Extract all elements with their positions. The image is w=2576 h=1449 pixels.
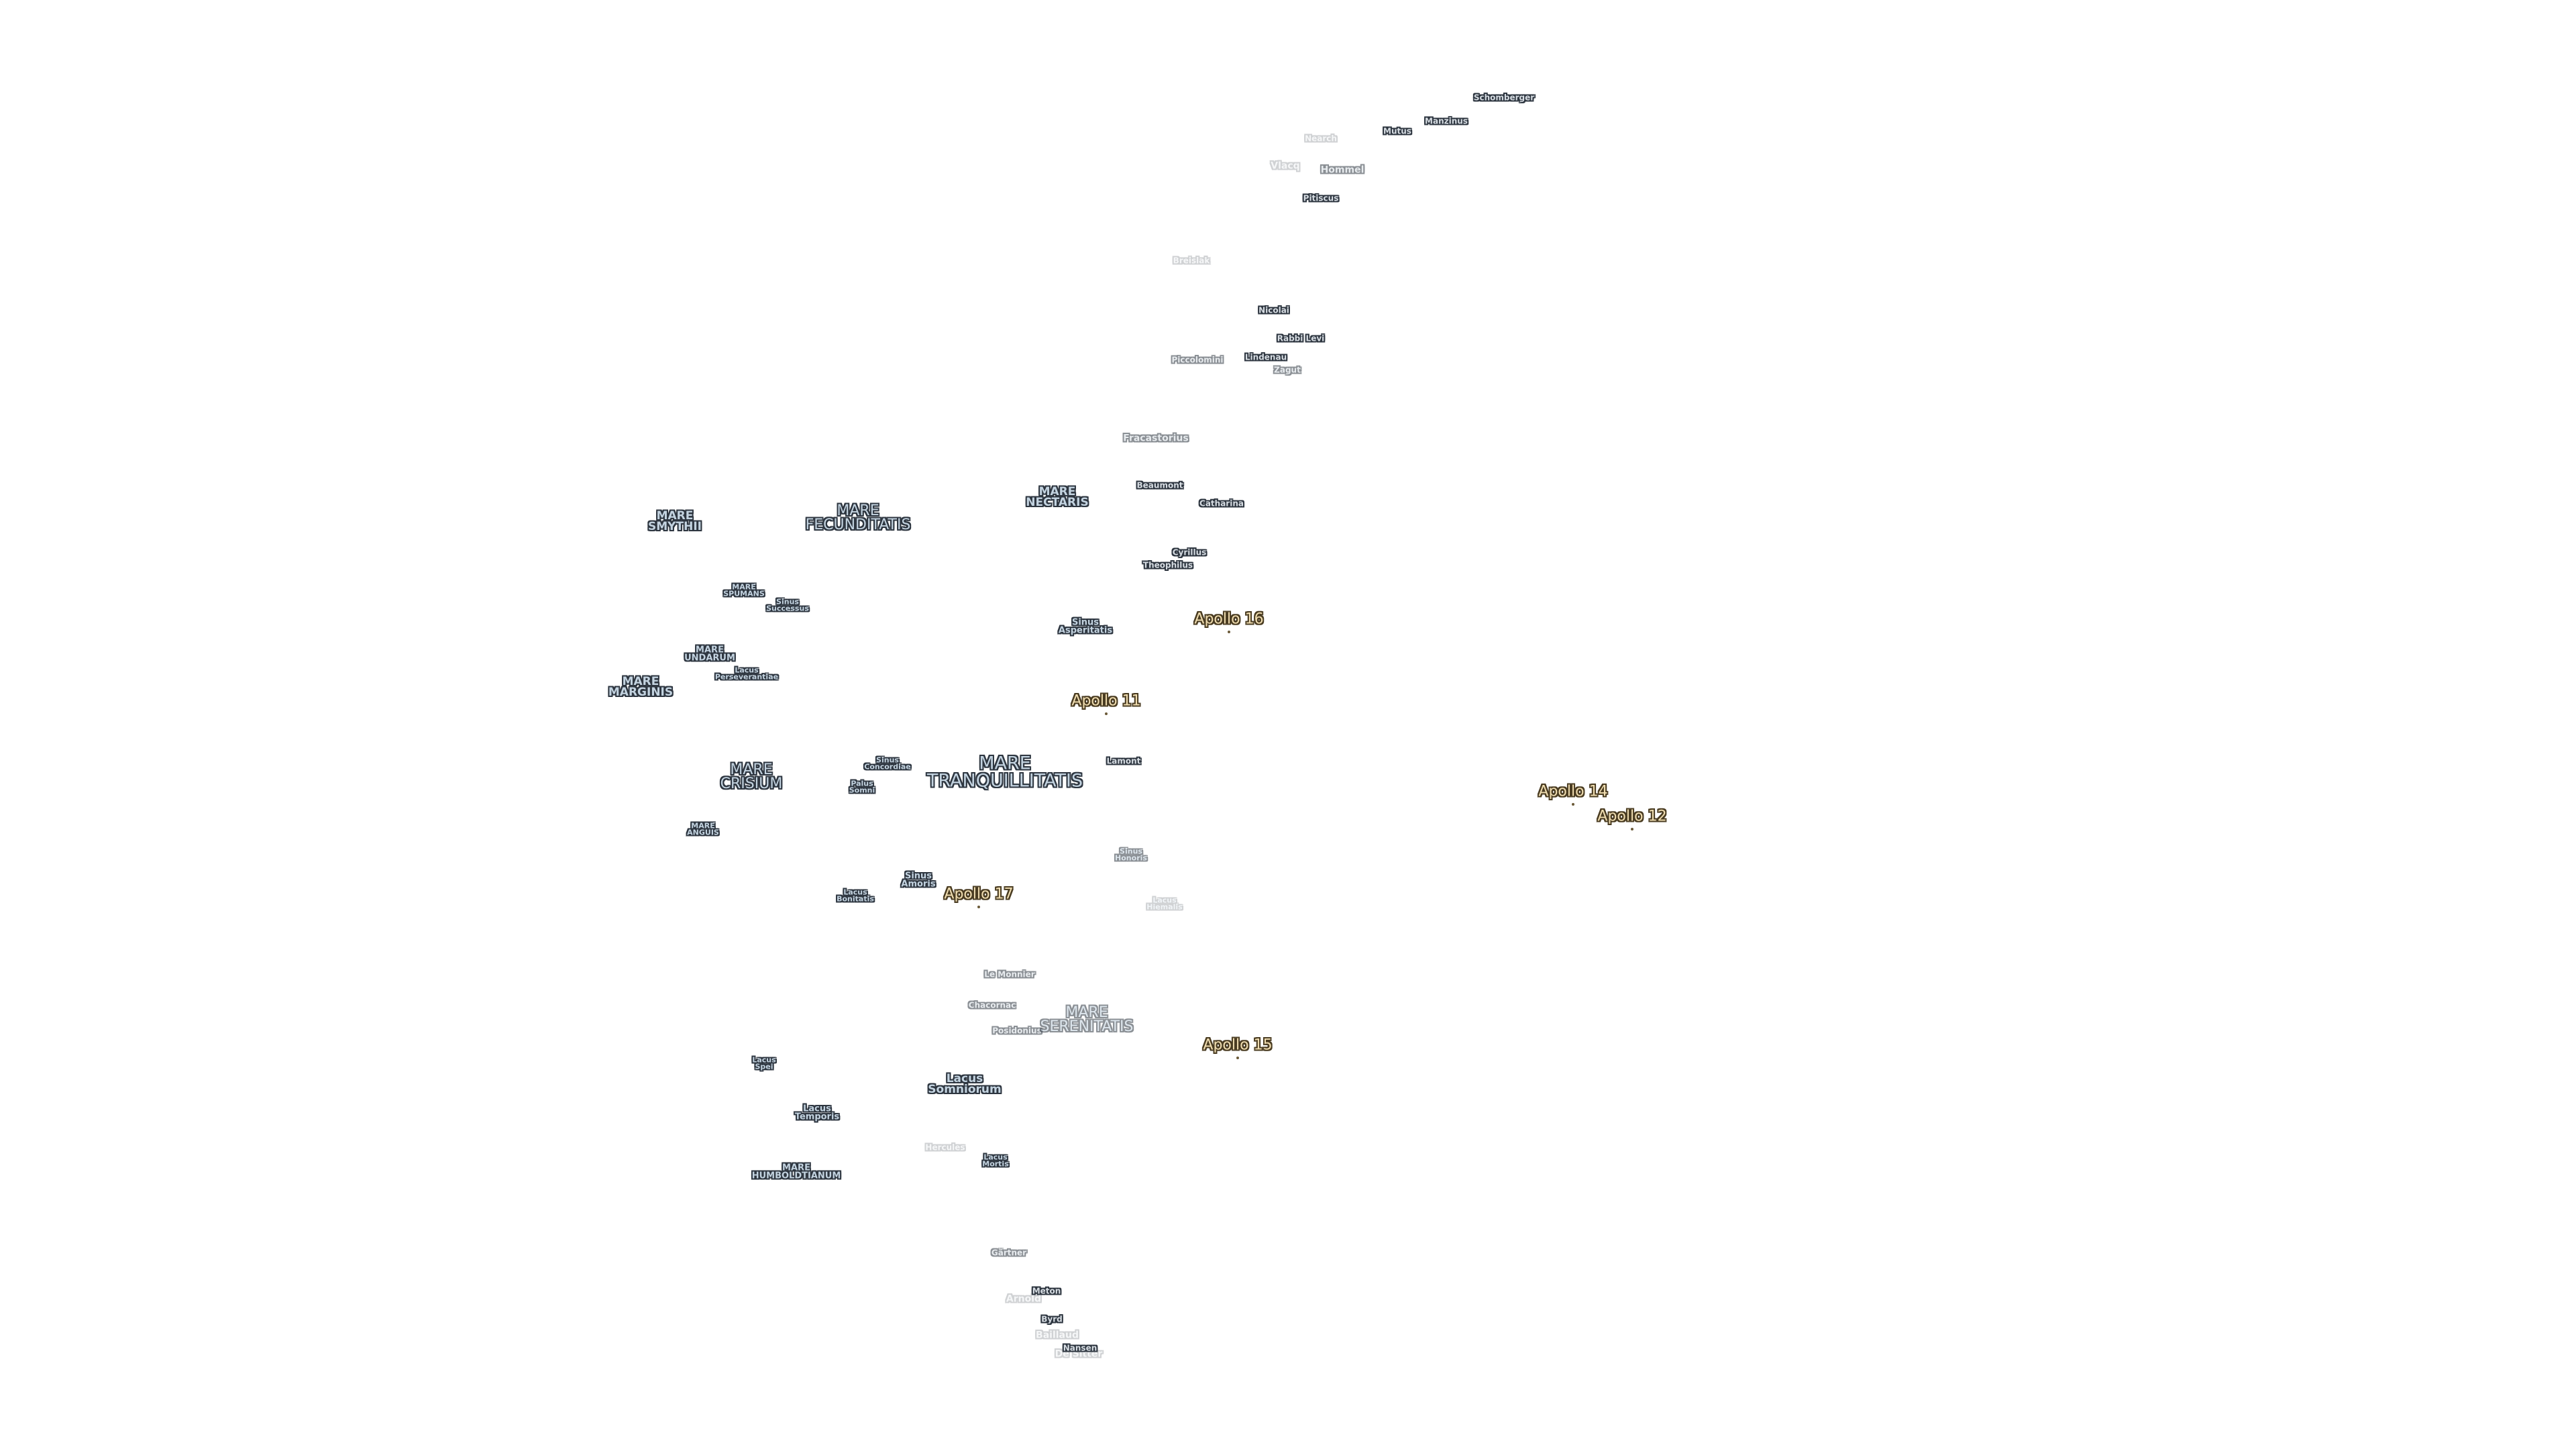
map-label-lacus-spei[interactable]: Lacus Spei xyxy=(752,1055,776,1071)
map-label-cyrillus[interactable]: Cyrillus xyxy=(1172,547,1207,557)
map-label-sinus-honoris[interactable]: Sinus Honoris xyxy=(1115,847,1147,863)
map-label-beaumont[interactable]: Beaumont xyxy=(1136,480,1183,490)
map-label-mare-humboldtianum[interactable]: MARE HUMBOLDTIANUM xyxy=(751,1163,841,1181)
apollo-site-marker-icon[interactable] xyxy=(1572,803,1574,806)
apollo-site-marker-icon[interactable] xyxy=(977,906,980,908)
map-label-le-monnier[interactable]: Le Monnier xyxy=(984,969,1035,979)
map-label-theophilus[interactable]: Theophilus xyxy=(1142,560,1193,570)
map-label-lacus-temporis[interactable]: Lacus Temporis xyxy=(794,1104,840,1122)
map-label-mare-serenitatis[interactable]: MARE SERENITATIS xyxy=(1040,1004,1134,1035)
map-label-de-sitter[interactable]: De Sitter xyxy=(1055,1348,1103,1360)
map-label-nearch[interactable]: Nearch xyxy=(1305,133,1337,144)
map-label-chacornac[interactable]: Chacornac xyxy=(968,1000,1016,1010)
apollo-site-marker-icon[interactable] xyxy=(1228,631,1230,633)
map-label-sinus-amoris[interactable]: Sinus Amoris xyxy=(901,871,936,890)
map-label-rabbi-levi[interactable]: Rabbi Levi xyxy=(1277,333,1325,343)
apollo-site-label-apollo-16[interactable]: Apollo 16 xyxy=(1194,610,1264,628)
map-label-byrd[interactable]: Byrd xyxy=(1041,1314,1063,1324)
map-label-mare-crisium[interactable]: MARE CRISIUM xyxy=(720,761,783,792)
apollo-site-label-apollo-11[interactable]: Apollo 11 xyxy=(1071,692,1141,710)
map-label-sinus-asperitatis[interactable]: Sinus Asperitatis xyxy=(1058,617,1113,636)
map-label-mare-spumans[interactable]: MARE SPUMANS xyxy=(723,582,765,598)
map-label-hommel[interactable]: Hommel xyxy=(1320,164,1364,176)
apollo-site-marker-icon[interactable] xyxy=(1236,1057,1239,1059)
map-label-meton[interactable]: Meton xyxy=(1032,1286,1061,1296)
map-label-sinus-successus[interactable]: Sinus Successus xyxy=(766,597,809,613)
map-label-lamont[interactable]: Lamont xyxy=(1106,756,1141,766)
map-label-mare-marginis[interactable]: MARE MARGINIS xyxy=(608,674,674,699)
apollo-site-label-apollo-12[interactable]: Apollo 12 xyxy=(1597,808,1667,825)
map-label-mare-fecunditatis[interactable]: MARE FECUNDITATIS xyxy=(805,502,911,533)
apollo-site-label-apollo-14[interactable]: Apollo 14 xyxy=(1538,783,1608,800)
map-label-mare-anguis[interactable]: MARE ANGUIS xyxy=(687,821,719,837)
map-label-lacus-bonitatis[interactable]: Lacus Bonitatis xyxy=(837,888,874,904)
map-label-schomberger[interactable]: Schomberger xyxy=(1473,93,1535,103)
map-label-posidonius[interactable]: Posidonius xyxy=(992,1026,1042,1036)
map-label-lacus-somniorum[interactable]: Lacus Somniorum xyxy=(928,1071,1002,1096)
map-label-breislak[interactable]: Breislak xyxy=(1173,256,1210,266)
map-label-palus-somni[interactable]: Palus Somni xyxy=(849,779,875,795)
apollo-site-label-apollo-15[interactable]: Apollo 15 xyxy=(1203,1036,1273,1054)
map-label-pitiscus[interactable]: Pitiscus xyxy=(1303,193,1339,203)
apollo-site-marker-icon[interactable] xyxy=(1105,712,1108,715)
map-label-lindenau[interactable]: Lindenau xyxy=(1244,352,1287,362)
map-label-manzinus[interactable]: Manzinus xyxy=(1425,116,1468,126)
map-label-baillaud[interactable]: Baillaud xyxy=(1036,1330,1079,1341)
map-label-mare-smythii[interactable]: MARE SMYTHII xyxy=(648,508,702,533)
map-label-zagut[interactable]: Zagut xyxy=(1274,365,1301,375)
map-label-nicolai[interactable]: Nicolai xyxy=(1258,305,1289,315)
apollo-site-marker-icon[interactable] xyxy=(1631,828,1633,830)
map-label-lacus-hiemalis[interactable]: Lacus Hiemalis xyxy=(1146,896,1183,912)
map-label-lacus-perseverantiae[interactable]: Lacus Perseverantiae xyxy=(714,665,779,682)
map-label-mare-nectaris[interactable]: MARE NECTARIS xyxy=(1026,484,1089,509)
map-label-catharina[interactable]: Catharina xyxy=(1199,498,1244,508)
map-label-sinus-concordiae[interactable]: Sinus Concordiae xyxy=(864,755,911,771)
apollo-site-label-apollo-17[interactable]: Apollo 17 xyxy=(944,885,1014,903)
map-label-hercules[interactable]: Hercules xyxy=(925,1142,965,1152)
map-label-mare-tranquillitatis[interactable]: MARE TRANQUILLITATIS xyxy=(926,753,1083,791)
map-label-piccolomini[interactable]: Piccolomini xyxy=(1171,355,1224,365)
map-label-mare-undarum[interactable]: MARE UNDARUM xyxy=(684,645,735,663)
map-label-lacus-mortis[interactable]: Lacus Mortis xyxy=(982,1152,1009,1169)
map-label-nansen[interactable]: Nansen xyxy=(1063,1343,1097,1353)
map-label-fracastorius[interactable]: Fracastorius xyxy=(1123,433,1189,444)
map-label-vlacq[interactable]: Vlacq xyxy=(1271,160,1300,172)
map-label-arnold[interactable]: Arnold xyxy=(1006,1293,1042,1305)
map-label-mutus[interactable]: Mutus xyxy=(1383,126,1411,136)
map-label-gartner[interactable]: Gärtner xyxy=(991,1248,1027,1258)
